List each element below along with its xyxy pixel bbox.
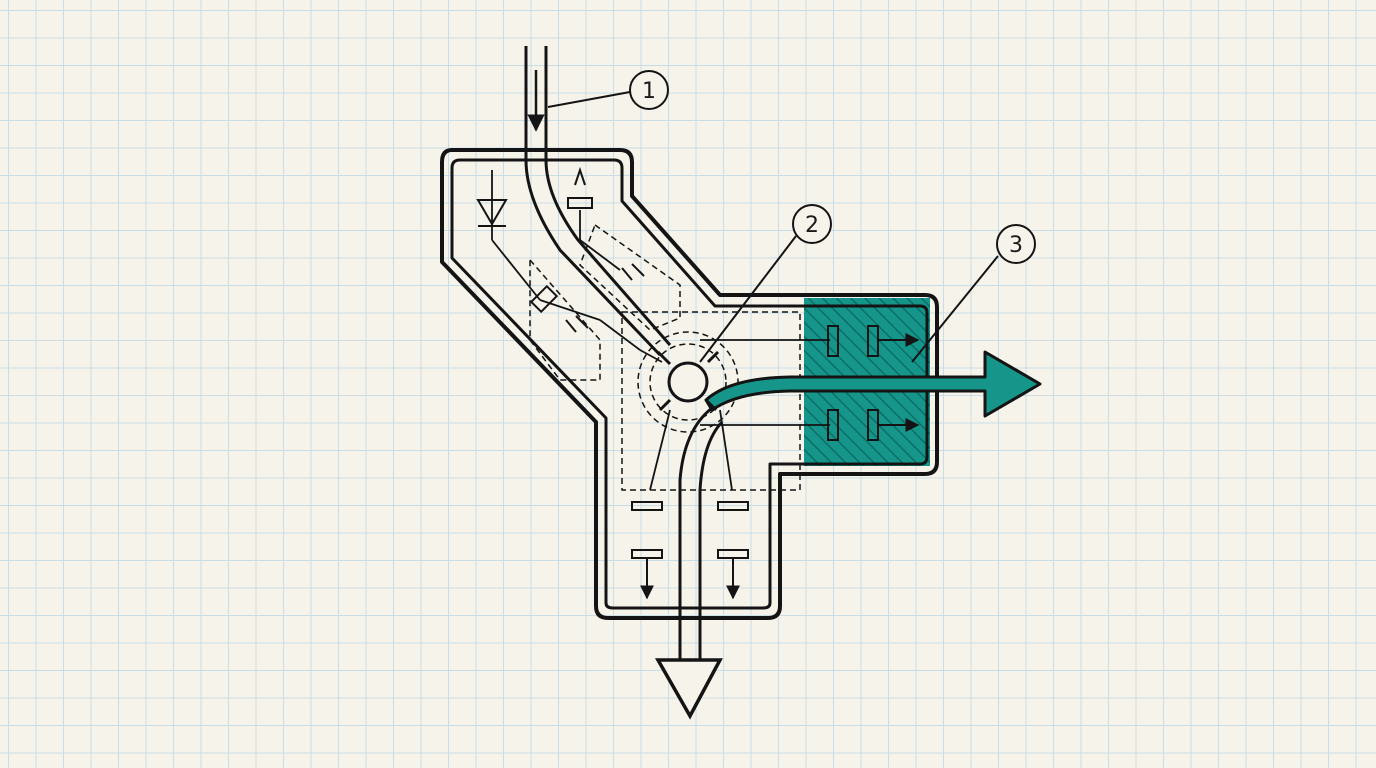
bottom-outlet-pipe [654, 406, 724, 720]
resistor-mid [529, 284, 559, 314]
callout-2-label: 2 [805, 213, 819, 238]
inlet-pipe [524, 46, 672, 357]
junction-valve [656, 350, 720, 412]
up-arrow-symbol [574, 166, 586, 186]
callout-1-label: 1 [642, 79, 656, 104]
resistor-top [567, 197, 593, 209]
housing-outline [440, 148, 939, 620]
callout-1: 1 [629, 70, 669, 110]
diode-symbol [476, 199, 508, 226]
callout-leaders [547, 91, 999, 363]
teal-outlet [704, 350, 1042, 418]
component-symbols [476, 166, 920, 600]
callout-3-label: 3 [1009, 233, 1023, 258]
callout-3: 3 [996, 224, 1036, 264]
callout-2: 2 [792, 204, 832, 244]
